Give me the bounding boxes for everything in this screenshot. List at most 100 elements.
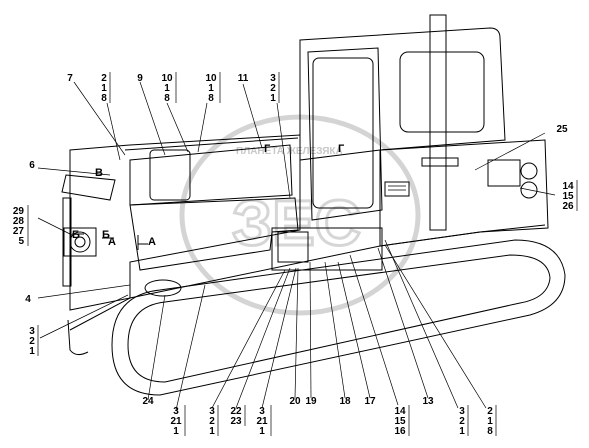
engine-hood — [69, 134, 301, 311]
view-letter-v: В — [95, 167, 103, 179]
callout-number: 6 — [29, 160, 35, 171]
callout-c18: 18 — [339, 396, 351, 407]
callout-number: 3 — [259, 406, 265, 417]
watermark-logo: ЗЕС — [232, 187, 361, 259]
callout-number: 16 — [394, 426, 406, 437]
filter-unit — [63, 227, 97, 257]
callout-c25: 25 — [556, 124, 568, 135]
callout-number: 2 — [270, 83, 276, 94]
callout-number: 18 — [339, 396, 351, 407]
callout-c17: 17 — [364, 396, 376, 407]
callout-number: 8 — [164, 93, 170, 104]
leader-lines — [37, 81, 556, 411]
callout-number: 1 — [487, 416, 493, 427]
callout-number: 15 — [562, 191, 574, 202]
cab-door — [307, 47, 383, 221]
view-letters: В Г Г А А Б Б — [72, 143, 345, 248]
hood-top-line — [124, 137, 299, 151]
vent-grille — [384, 181, 410, 197]
callout-number: 3 — [209, 406, 215, 417]
callout-number: 28 — [13, 216, 25, 227]
callout-number: 19 — [305, 396, 317, 407]
callout-number: 1 — [209, 426, 215, 437]
step-oval — [144, 279, 182, 297]
callout-number: 17 — [364, 396, 376, 407]
callout-number: 23 — [230, 416, 242, 427]
callout-c2-1-8-a: 218 — [101, 72, 111, 104]
callout-number: 1 — [459, 426, 465, 437]
exhaust-pipe — [429, 14, 447, 231]
callout-number: 3 — [270, 73, 276, 84]
callout-number: 22 — [230, 406, 242, 417]
view-letter-g-2: Г — [338, 143, 345, 155]
view-letter-b-2: Б — [102, 229, 110, 241]
callout-number: 25 — [556, 124, 568, 135]
callout-number: 26 — [562, 201, 574, 212]
cab-window-right — [399, 51, 485, 133]
callout-c19: 19 — [305, 396, 317, 407]
callout-c9: 9 — [137, 73, 143, 84]
callout-number: 2 — [101, 73, 107, 84]
callout-number: 2 — [487, 406, 493, 417]
callout-number: 8 — [487, 426, 493, 437]
callout-c3-2-1-b: 321 — [29, 325, 39, 357]
callout-number: 8 — [101, 93, 107, 104]
callout-number: 1 — [164, 83, 170, 94]
callout-c6: 6 — [29, 160, 35, 171]
callout-c2-1-8-b: 218 — [487, 405, 497, 437]
callout-number: 20 — [289, 396, 301, 407]
callout-number: 10 — [205, 73, 217, 84]
callout-number: 10 — [161, 73, 173, 84]
view-letter-g-1: Г — [264, 143, 271, 155]
callout-number: 27 — [13, 226, 25, 237]
callout-number: 1 — [173, 426, 179, 437]
callout-number: 7 — [67, 73, 73, 84]
callout-c3-2-1-c: 321 — [209, 405, 219, 437]
callout-c20: 20 — [289, 396, 301, 407]
callout-number: 24 — [142, 396, 154, 407]
callout-number: 1 — [29, 346, 35, 357]
control-box — [271, 227, 383, 271]
callout-number: 2 — [209, 416, 215, 427]
track-inner — [127, 254, 551, 383]
callout-number: 21 — [256, 416, 268, 427]
callout-c3-2-1-d: 321 — [459, 405, 469, 437]
callout-number: 14 — [562, 181, 574, 192]
front-hitch — [67, 319, 89, 356]
callout-number: 21 — [170, 416, 182, 427]
callout-number: 4 — [25, 294, 31, 305]
callout-number: 3 — [29, 326, 35, 337]
rear-hood — [379, 139, 549, 247]
callout-number: 1 — [270, 93, 276, 104]
callout-c11: 11 — [238, 73, 249, 84]
rear-lamp-bottom — [520, 181, 538, 199]
callout-c24: 24 — [142, 396, 154, 407]
cab-outline — [299, 27, 506, 161]
control-box-window — [277, 231, 309, 263]
callout-number: 13 — [422, 396, 434, 407]
callout-number: 2 — [459, 416, 465, 427]
bulldozer-drawing — [61, 14, 566, 396]
view-letter-a-2: А — [148, 236, 156, 248]
rear-lamp-top — [520, 162, 538, 180]
callout-number: 14 — [394, 406, 406, 417]
callout-number: 1 — [259, 426, 265, 437]
callout-number: 8 — [208, 93, 214, 104]
callout-number: 1 — [208, 83, 214, 94]
callout-number: 9 — [137, 73, 143, 84]
view-letter-a-1: А — [108, 236, 116, 248]
callout-c4: 4 — [25, 294, 31, 305]
front-plate — [62, 197, 72, 287]
step-bar — [421, 157, 459, 167]
front-louver — [61, 174, 116, 201]
cab-window-left — [312, 57, 374, 209]
